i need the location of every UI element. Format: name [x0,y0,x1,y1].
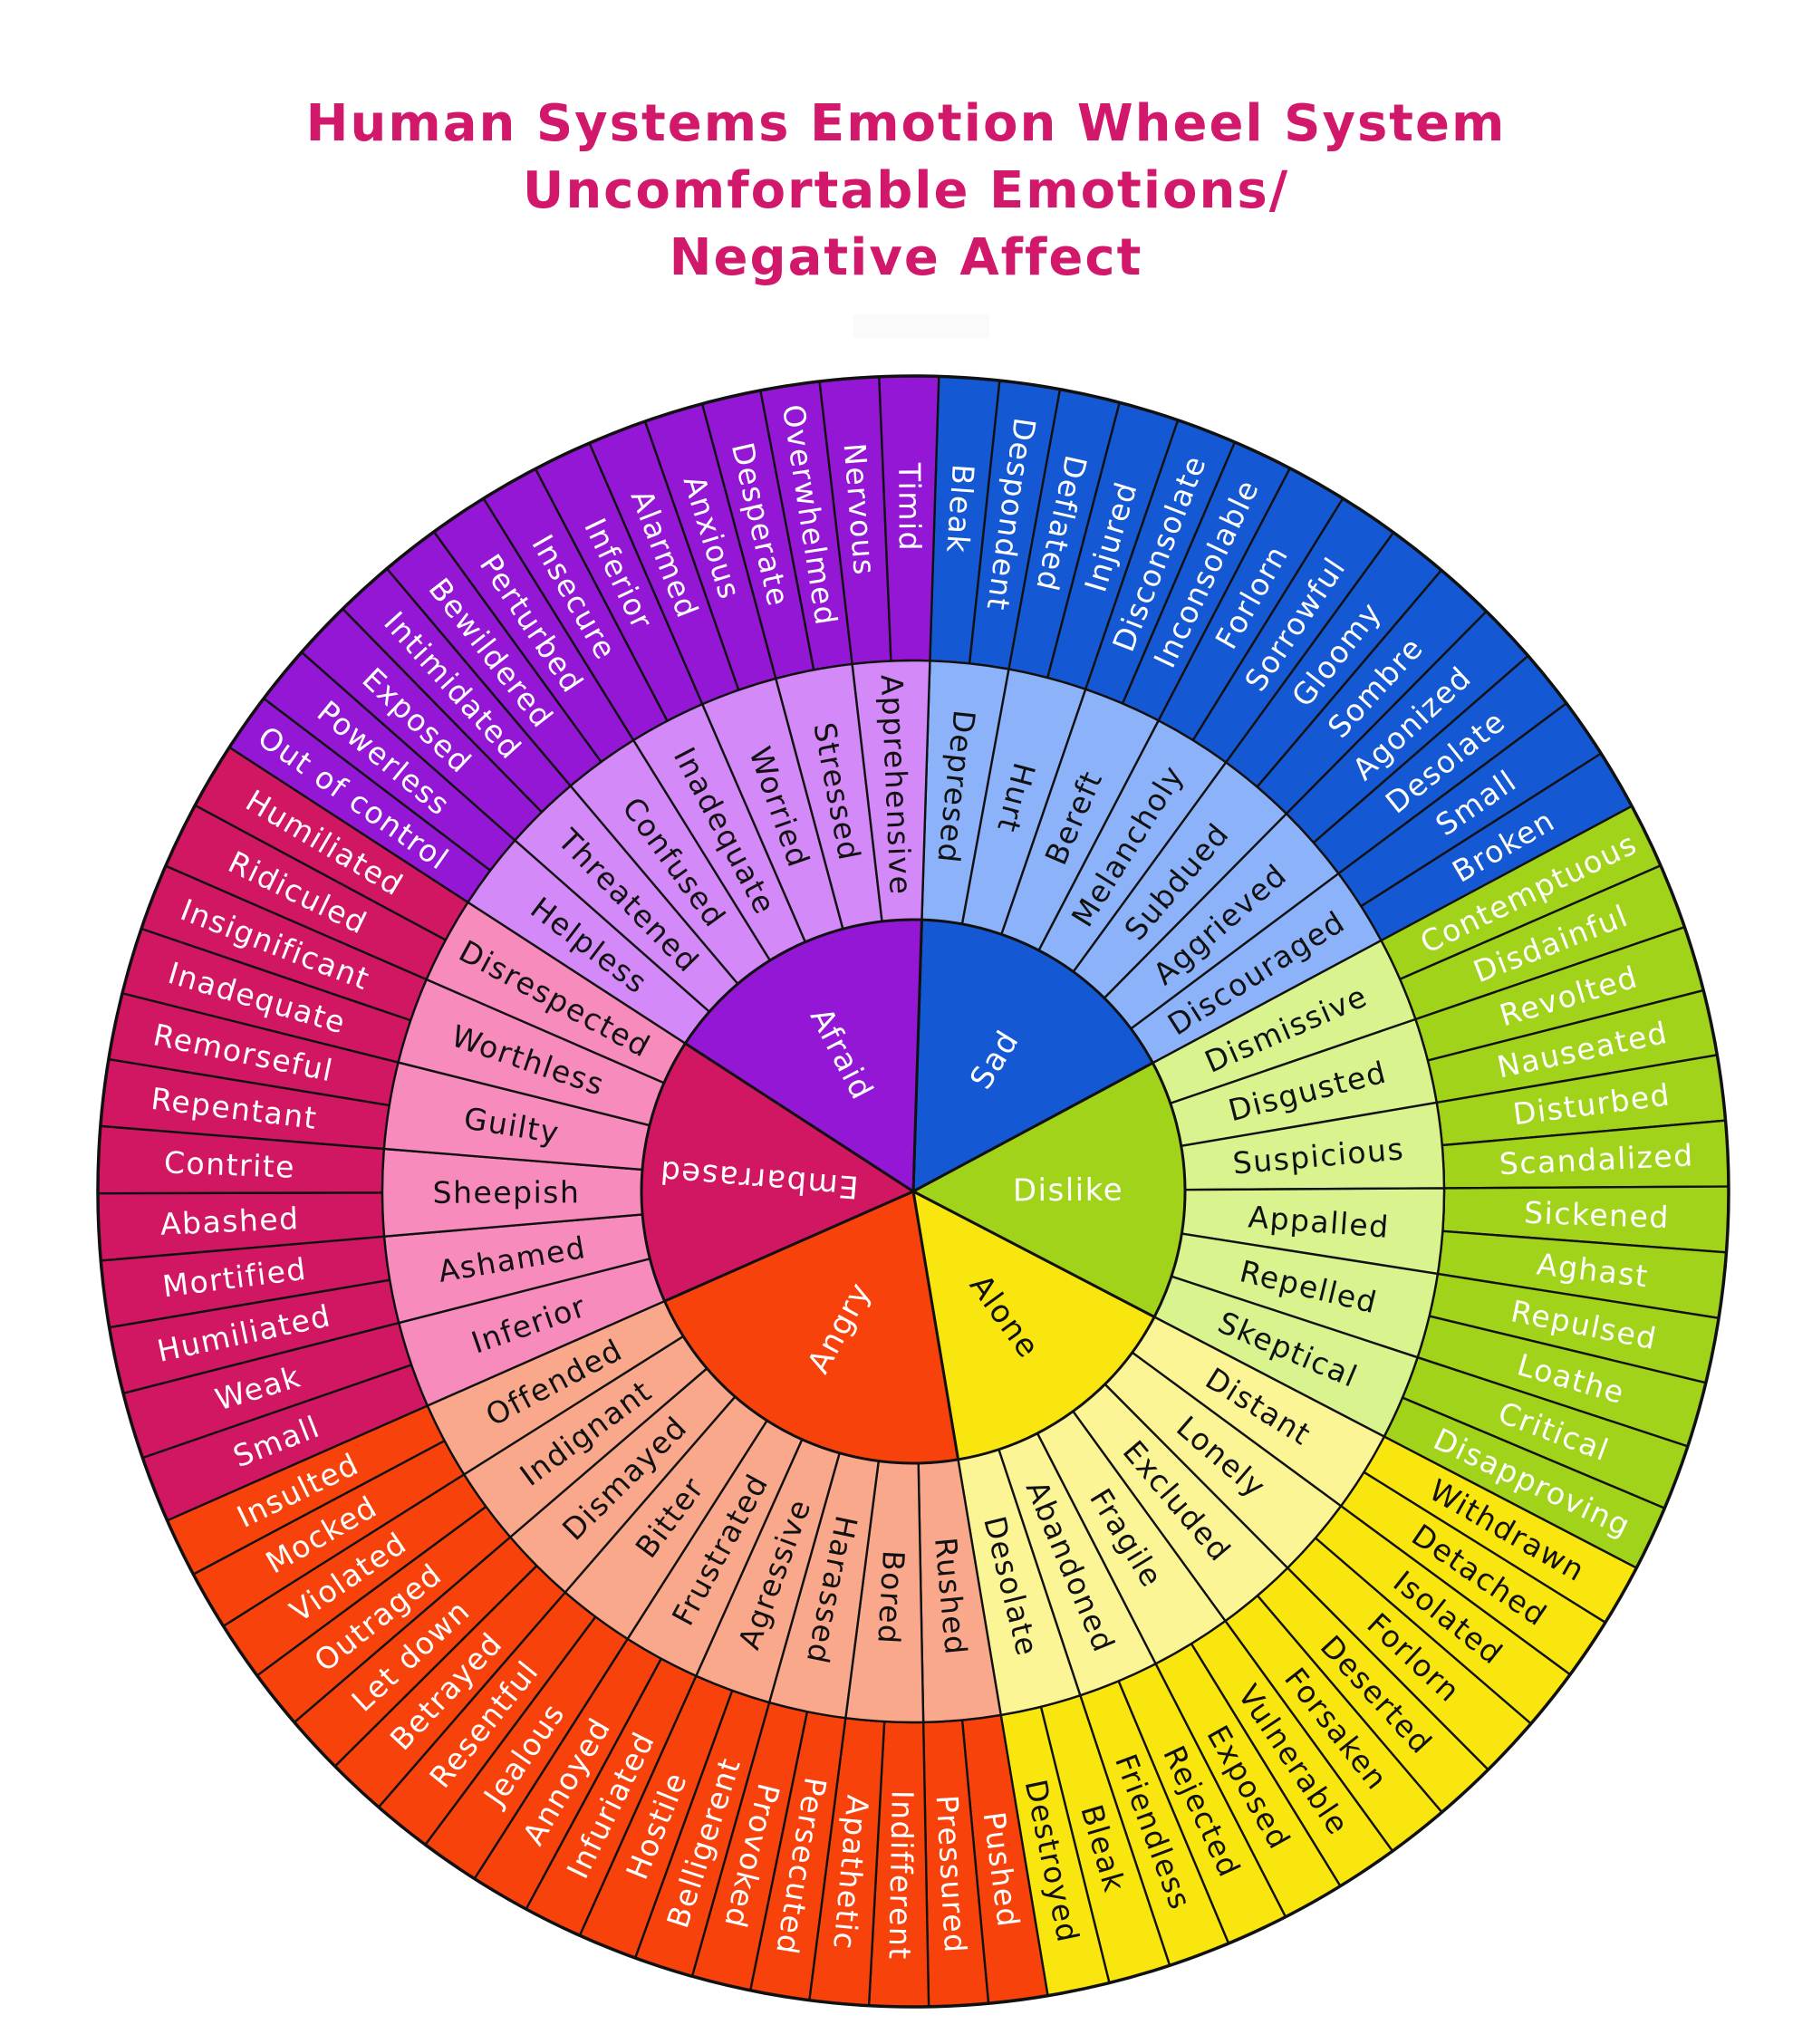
ring-border [381,660,1445,1723]
sector-embarrased: SmallWeakHumiliatedMortifiedAbashedContr… [96,746,917,1522]
outer-label: Sickened [1524,1195,1671,1236]
title-line-3: Negative Affect [669,228,1143,287]
middle-label: Bored [871,1549,911,1645]
sector-alone: WithdrawnDetachedIsolatedForlornDeserted… [911,1189,1638,1998]
outer-label: Timid [892,462,928,552]
sector-afraid: Out of controlPowerlessExposedIntimidate… [227,374,940,1194]
outer-label: Bleak [940,463,981,554]
ring-border [641,919,1186,1464]
outer-label: Indifferent [882,1790,920,1961]
ring-border [96,374,1730,2009]
core-label-dislike: Dislike [1013,1172,1123,1210]
sector-angry: PushedPressuredIndifferentApatheticPerse… [165,1189,1049,2009]
middle-label: Sheepish [433,1174,581,1210]
outer-label: Abashed [159,1200,300,1242]
title-line-2: Uncomfortable Emotions/ [522,161,1290,220]
wheel-title: Human Systems Emotion Wheel System Uncom… [0,91,1812,292]
title-divider [853,314,989,338]
title-line-1: Human Systems Emotion Wheel System [305,94,1507,153]
outer-label: Contrite [163,1144,295,1185]
outer-label: Pressured [930,1794,974,1954]
